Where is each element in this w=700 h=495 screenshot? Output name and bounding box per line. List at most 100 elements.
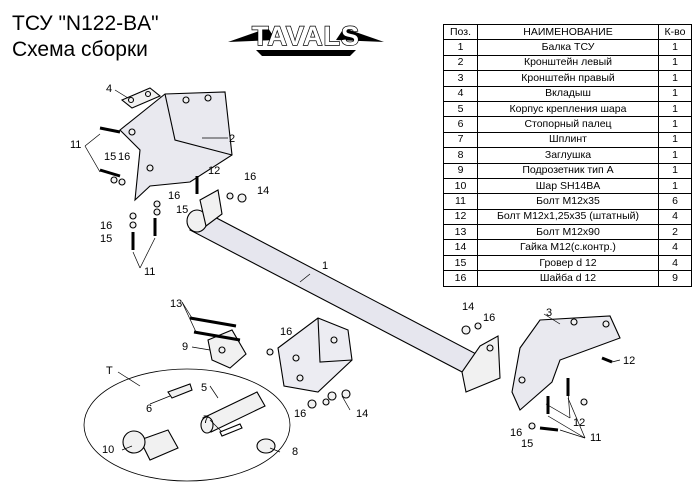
callout-16-lower-right: 16	[510, 427, 522, 439]
cell-qty: 1	[658, 116, 692, 133]
detachable-group-outline	[83, 368, 291, 482]
callout-16-lower: 16	[100, 220, 112, 232]
cell-position: 13	[443, 224, 478, 241]
cell-position: 9	[443, 162, 478, 179]
cell-qty: 1	[658, 177, 692, 195]
cell-qty: 1	[658, 85, 692, 102]
detachable-group-label: T	[106, 365, 113, 377]
tow-ball	[122, 430, 146, 454]
cotter-pin	[219, 423, 243, 437]
cell-name: Заглушка	[477, 147, 659, 164]
cell-name: Вкладыш	[477, 85, 659, 102]
cell-name: Шар SH14BA	[477, 177, 659, 195]
col-header-name: НАИМЕНОВАНИЕ	[477, 23, 659, 41]
callout-11-left-top: 11	[70, 139, 81, 151]
cell-name: Подрозетник тип А	[477, 162, 659, 179]
callout-16-upper: 16	[244, 171, 256, 183]
cell-qty: 6	[658, 193, 692, 210]
plug-cap	[256, 438, 276, 454]
cell-position: 10	[443, 177, 478, 195]
callout-12-right-b: 12	[573, 417, 585, 429]
callout-14-left: 14	[257, 185, 269, 197]
cell-qty: 1	[658, 131, 692, 149]
cell-qty: 9	[658, 270, 692, 287]
cell-qty: 4	[658, 254, 692, 272]
locking-pin	[167, 383, 193, 399]
cell-position: 2	[443, 54, 478, 72]
callout-15-lower: 15	[100, 233, 112, 245]
cell-qty: 1	[658, 162, 692, 179]
cell-position: 1	[443, 39, 478, 56]
cell-name: Кронштейн правый	[477, 70, 659, 87]
cell-position: 7	[443, 131, 478, 149]
col-header-qty: К-во	[658, 23, 692, 41]
cell-position: 6	[443, 116, 478, 133]
callout-12-left: 12	[208, 165, 220, 177]
callout-12-right-a: 12	[623, 355, 635, 367]
callout-14-bottom: 14	[356, 408, 368, 420]
cell-position: 15	[443, 254, 478, 272]
cell-position: 5	[443, 100, 478, 118]
cell-qty: 4	[658, 239, 692, 256]
callout-16-left: 16	[118, 151, 130, 163]
cell-position: 8	[443, 147, 478, 164]
callout-3: 3	[546, 307, 552, 319]
cell-position: 3	[443, 70, 478, 87]
cell-qty: 1	[658, 54, 692, 72]
cell-name: Шплинт	[477, 131, 659, 149]
cell-name: Болт М12х90	[477, 224, 659, 241]
cell-qty: 1	[658, 39, 692, 56]
cell-name: Болт М12х35	[477, 193, 659, 210]
cell-position: 11	[443, 193, 478, 210]
cell-qty: 1	[658, 100, 692, 118]
cell-name: Гайка М12(с.контр.)	[477, 239, 659, 256]
callout-8: 8	[292, 446, 298, 458]
cell-qty: 2	[658, 224, 692, 241]
cell-qty: 4	[658, 208, 692, 226]
callout-5: 5	[201, 382, 207, 394]
cell-qty: 1	[658, 70, 692, 87]
cell-name: Шайба d 12	[477, 270, 659, 287]
callout-15-right: 15	[521, 438, 533, 450]
svg-text:TAVALS: TAVALS	[252, 21, 360, 51]
right-bracket	[511, 315, 621, 411]
callout-15-mid: 15	[176, 204, 188, 216]
callout-11-left-bottom: 11	[144, 266, 155, 278]
callout-15-left: 15	[104, 151, 116, 163]
callout-16-center: 16	[280, 326, 292, 338]
left-bracket	[119, 91, 233, 202]
cell-name: Гровер d 12	[477, 254, 659, 272]
callout-2: 2	[229, 133, 235, 145]
callout-1: 1	[322, 260, 328, 272]
callout-7: 7	[203, 414, 209, 426]
callout-16-mid: 16	[168, 190, 180, 202]
table-header-row: Поз. НАИМЕНОВАНИЕ К-во	[443, 23, 692, 41]
cell-name: Кронштейн левый	[477, 54, 659, 72]
drawing-title: ТСУ "N122-BA"	[12, 12, 159, 35]
cell-position: 12	[443, 208, 478, 226]
callout-9: 9	[182, 341, 188, 353]
callout-14-right: 14	[462, 301, 474, 313]
callout-11-right: 11	[590, 432, 601, 444]
cell-name: Болт М12х1,25х35 (штатный)	[477, 208, 659, 226]
cell-position: 4	[443, 85, 478, 102]
ball-mount	[139, 429, 179, 461]
callout-4: 4	[106, 83, 112, 95]
callout-13: 13	[170, 298, 182, 310]
col-header-position: Поз.	[443, 23, 478, 41]
